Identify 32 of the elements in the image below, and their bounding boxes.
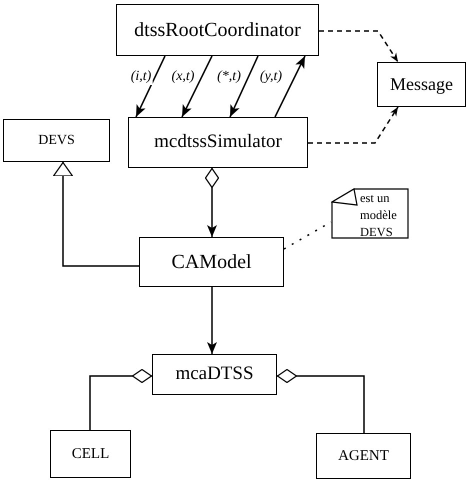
class-name: AGENT <box>338 448 389 464</box>
class-box <box>50 430 131 478</box>
arrow <box>204 168 220 237</box>
edge-label: (x,t) <box>170 69 196 85</box>
note-box <box>331 188 409 239</box>
class-name: CELL <box>72 446 110 462</box>
class-name: Message <box>390 74 453 94</box>
edge-label: (y,t) <box>258 69 284 85</box>
class-box <box>116 4 319 56</box>
arrow <box>308 106 399 144</box>
class-box <box>139 237 284 287</box>
arrow <box>181 56 213 118</box>
arrow <box>274 56 306 118</box>
arrow <box>319 30 399 62</box>
connector-line <box>284 221 332 250</box>
class-box <box>152 354 277 395</box>
class-box <box>3 119 110 162</box>
class-name: mcaDTSS <box>175 364 254 385</box>
note-text: est un modèle DEVS <box>360 190 398 241</box>
arrow <box>207 287 217 354</box>
class-name: mcdtssSimulator <box>154 132 282 153</box>
arrow <box>52 162 139 267</box>
class-name: dtssRootCoordinator <box>134 19 301 41</box>
class-box <box>316 433 411 479</box>
arrow <box>135 56 166 118</box>
class-box <box>377 62 466 107</box>
class-name: DEVS <box>38 132 75 148</box>
edge-label: (i,t) <box>130 69 152 85</box>
class-name: CAModel <box>172 251 252 273</box>
class-box <box>128 117 308 168</box>
edge-label: (*,t) <box>216 69 242 85</box>
arrow <box>229 56 259 118</box>
